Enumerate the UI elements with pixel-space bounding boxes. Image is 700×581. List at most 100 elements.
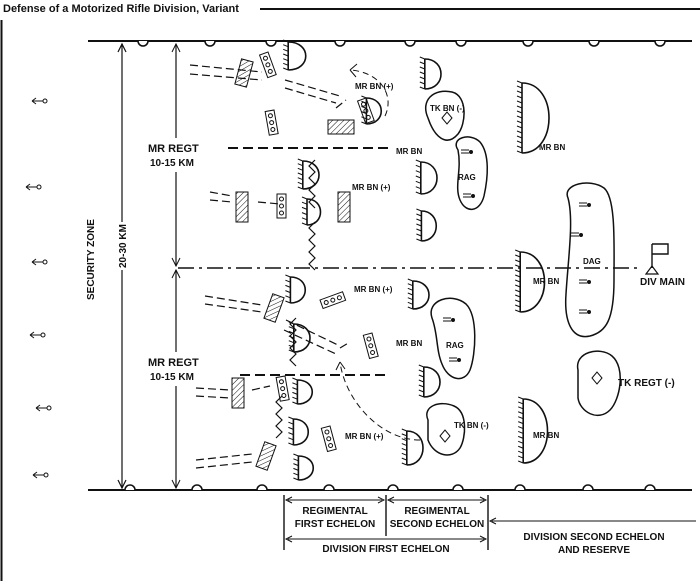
artillery-marker <box>463 193 475 198</box>
battalion-position <box>292 377 314 405</box>
div-first-echelon-label: DIVISION FIRST ECHELON <box>322 544 449 555</box>
axis-upper-3 <box>209 191 233 203</box>
mech-unit-box <box>320 425 337 453</box>
lower-rag-outline <box>430 297 476 380</box>
battalion-position <box>285 274 306 304</box>
tk-regt-label: TK REGT (-) <box>618 378 675 389</box>
forward-detachment-box <box>327 119 355 135</box>
battalion-position <box>297 158 320 190</box>
upper-counterattack-arc <box>349 69 389 117</box>
boundary-marker <box>265 40 277 47</box>
battalion-position <box>516 80 550 154</box>
battalion-position <box>515 249 546 313</box>
lower-tk-bn-label: TK BN (-) <box>454 421 489 430</box>
forward-detachment-box <box>337 191 351 223</box>
artillery-marker <box>461 149 473 154</box>
mech-unit-box <box>264 109 279 136</box>
battalion-position <box>361 95 382 125</box>
upper-tank-symbol <box>441 111 453 125</box>
artillery-marker <box>579 309 591 314</box>
artillery-marker <box>579 279 591 284</box>
mech-unit-box <box>276 193 287 219</box>
axis-arrowheads <box>335 99 351 349</box>
battalion-position <box>407 278 430 310</box>
outpost-marker <box>29 331 46 339</box>
forward-detachment-box <box>235 191 249 223</box>
battalion-position <box>401 428 424 466</box>
battalion-position <box>518 396 549 464</box>
forward-detachment-box <box>255 441 277 471</box>
lower-regt-width-arrowheads <box>171 268 181 490</box>
lower-bn-boundary-top <box>289 317 297 367</box>
upper-rag-label: RAG <box>458 173 476 182</box>
lower-tk-bn-outline <box>426 402 466 456</box>
artillery-marker <box>443 317 455 322</box>
upper-regt-width-arrowheads <box>171 42 181 268</box>
regt-second-echelon-arrowheads <box>386 496 488 504</box>
boundary-marker <box>204 40 216 47</box>
lower-counterattack-arc <box>339 361 421 441</box>
upper-regt-label-bg <box>146 138 206 172</box>
dag-label: DAG <box>583 257 601 266</box>
battalion-position <box>293 453 315 481</box>
outpost-marker <box>25 183 42 191</box>
reserve-mr-bn-label-1: MR BN <box>539 143 565 152</box>
battalion-position <box>419 56 442 90</box>
div-main-label: DIV MAIN <box>640 277 685 288</box>
defensive-positions <box>283 39 550 481</box>
axis-upper-4 <box>257 201 281 205</box>
reserve-mr-bn-label-3: MR BN <box>533 431 559 440</box>
boundary-marker <box>455 40 467 47</box>
battalion-position <box>418 364 441 398</box>
axis-lower-3 <box>195 387 231 399</box>
artillery-marker <box>571 232 583 237</box>
boundary-marker <box>323 484 335 491</box>
forward-detachments <box>231 58 355 471</box>
battalion-position <box>415 159 438 195</box>
battalion-position <box>416 208 437 242</box>
boundary-marker <box>334 40 346 47</box>
reserve-mr-bn-label-2: MR BN <box>533 277 559 286</box>
tk-regt-tank-symbol <box>591 371 603 385</box>
lower-regt-label: MR REGT <box>148 357 199 369</box>
boundary-marker <box>452 484 464 491</box>
regt-first-echelon-label-line-1: REGIMENTAL <box>302 506 367 517</box>
artillery-markers <box>443 149 591 362</box>
upper-mr-bn-plus-label-2: MR BN (+) <box>352 183 391 192</box>
div-second-echelon-label-line-2: AND RESERVE <box>558 545 630 556</box>
regt-first-echelon-arrowheads <box>284 496 386 504</box>
bottom-boundary-markers <box>124 484 656 491</box>
lower-regt-label-bg <box>146 352 206 386</box>
axis-upper-2 <box>284 79 341 104</box>
lower-mr-bn-plus-label-2: MR BN (+) <box>345 432 384 441</box>
lower-bn-boundary-bottom <box>275 395 283 439</box>
upper-tk-bn-label: TK BN (-) <box>430 104 465 113</box>
boundary-marker <box>654 40 666 47</box>
boundary-marker <box>514 484 526 491</box>
lower-mr-bn-label: MR BN <box>396 339 422 348</box>
division-width-arrowheads <box>117 42 127 490</box>
lower-regt-width-label: 10-15 KM <box>150 372 194 383</box>
regt-first-echelon-label-line-2: FIRST ECHELON <box>295 519 376 530</box>
security-zone-posts <box>25 97 52 479</box>
mech-unit-box <box>275 375 290 402</box>
upper-regt-width-label: 10-15 KM <box>150 158 194 169</box>
division-width-label: 20-30 KM <box>118 224 129 268</box>
div-second-echelon-label-line-1: DIVISION SECOND ECHELON <box>523 532 664 543</box>
outpost-marker <box>32 471 49 479</box>
forward-detachment-box <box>234 58 254 88</box>
upper-mr-bn-plus-label-1: MR BN (+) <box>355 82 394 91</box>
lower-rag-label: RAG <box>446 341 464 350</box>
outpost-marker <box>31 258 48 266</box>
upper-regt-label: MR REGT <box>148 143 199 155</box>
echelon-brackets <box>283 495 696 550</box>
axis-lower-5 <box>195 453 253 469</box>
forward-detachment-box <box>231 377 245 409</box>
mech-unit-box <box>362 332 379 360</box>
boundary-marker <box>191 484 203 491</box>
axis-lower-1 <box>204 295 263 313</box>
boundary-marker <box>404 40 416 47</box>
lower-tank-symbol <box>439 429 451 443</box>
